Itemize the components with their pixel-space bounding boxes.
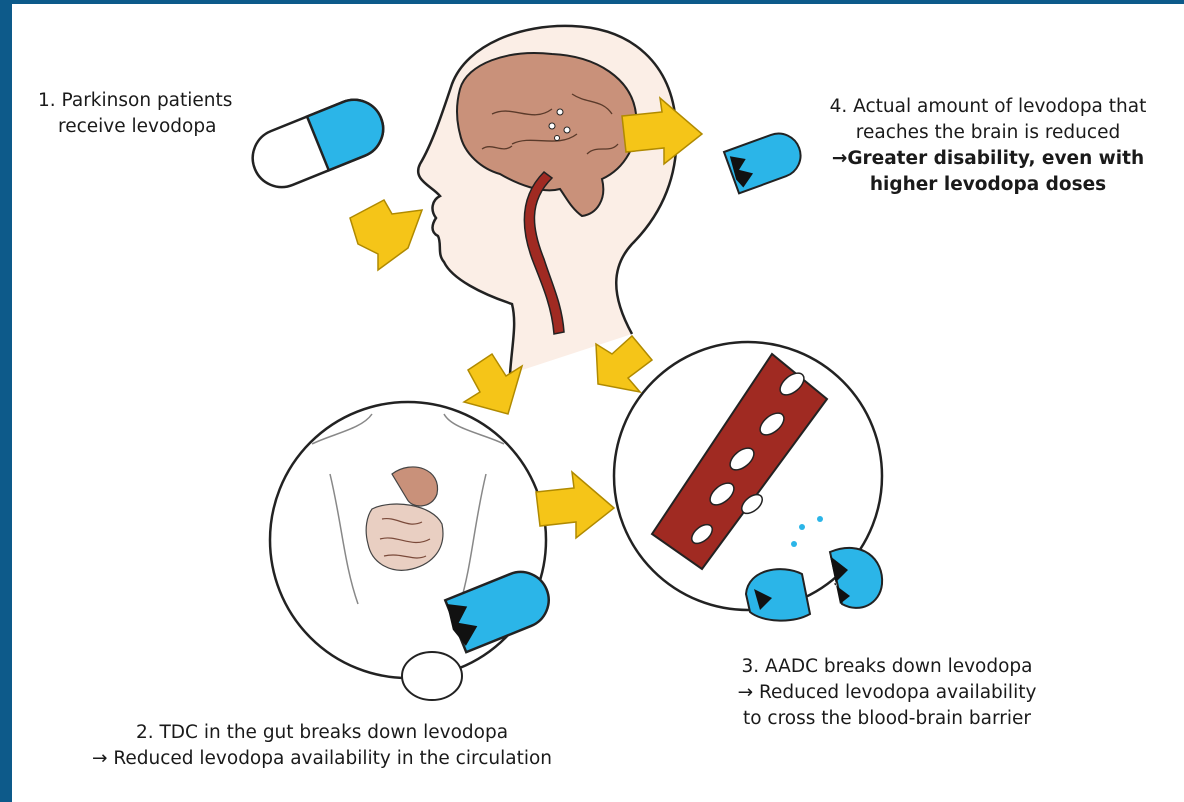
step1-caption: 1. Parkinson patients receive levodopa [38, 88, 232, 140]
diagram-canvas: 1. Parkinson patients receive levodopa 4… [12, 4, 1184, 802]
step4-caption: 4. Actual amount of levodopa that reache… [792, 94, 1184, 198]
step3-line1: 3. AADC breaks down levodopa [672, 654, 1102, 680]
head-illustration [418, 26, 676, 374]
step1-line2: receive levodopa [38, 114, 232, 140]
step2-line2: → Reduced levodopa availability in the c… [22, 746, 622, 772]
step4-line3: →Greater disability, even with [792, 146, 1184, 172]
capsule-intact [244, 91, 392, 196]
step3-line2: → Reduced levodopa availability [672, 680, 1102, 706]
arrow-capsule-to-mouth [350, 200, 422, 270]
step4-line1: 4. Actual amount of levodopa that [792, 94, 1184, 120]
step2-caption: 2. TDC in the gut breaks down levodopa →… [22, 720, 622, 772]
arrow-vessel-to-brain [596, 336, 652, 392]
capsule-fragment [402, 652, 462, 700]
step4-line2: reaches the brain is reduced [792, 120, 1184, 146]
step4-line4: higher levodopa doses [792, 172, 1184, 198]
step2-line1: 2. TDC in the gut breaks down levodopa [22, 720, 622, 746]
step3-line3: to cross the blood-brain barrier [672, 706, 1102, 732]
step3-caption: 3. AADC breaks down levodopa → Reduced l… [672, 654, 1102, 732]
step1-line1: 1. Parkinson patients [38, 88, 232, 114]
arrow-gut-to-vessel [536, 472, 614, 538]
